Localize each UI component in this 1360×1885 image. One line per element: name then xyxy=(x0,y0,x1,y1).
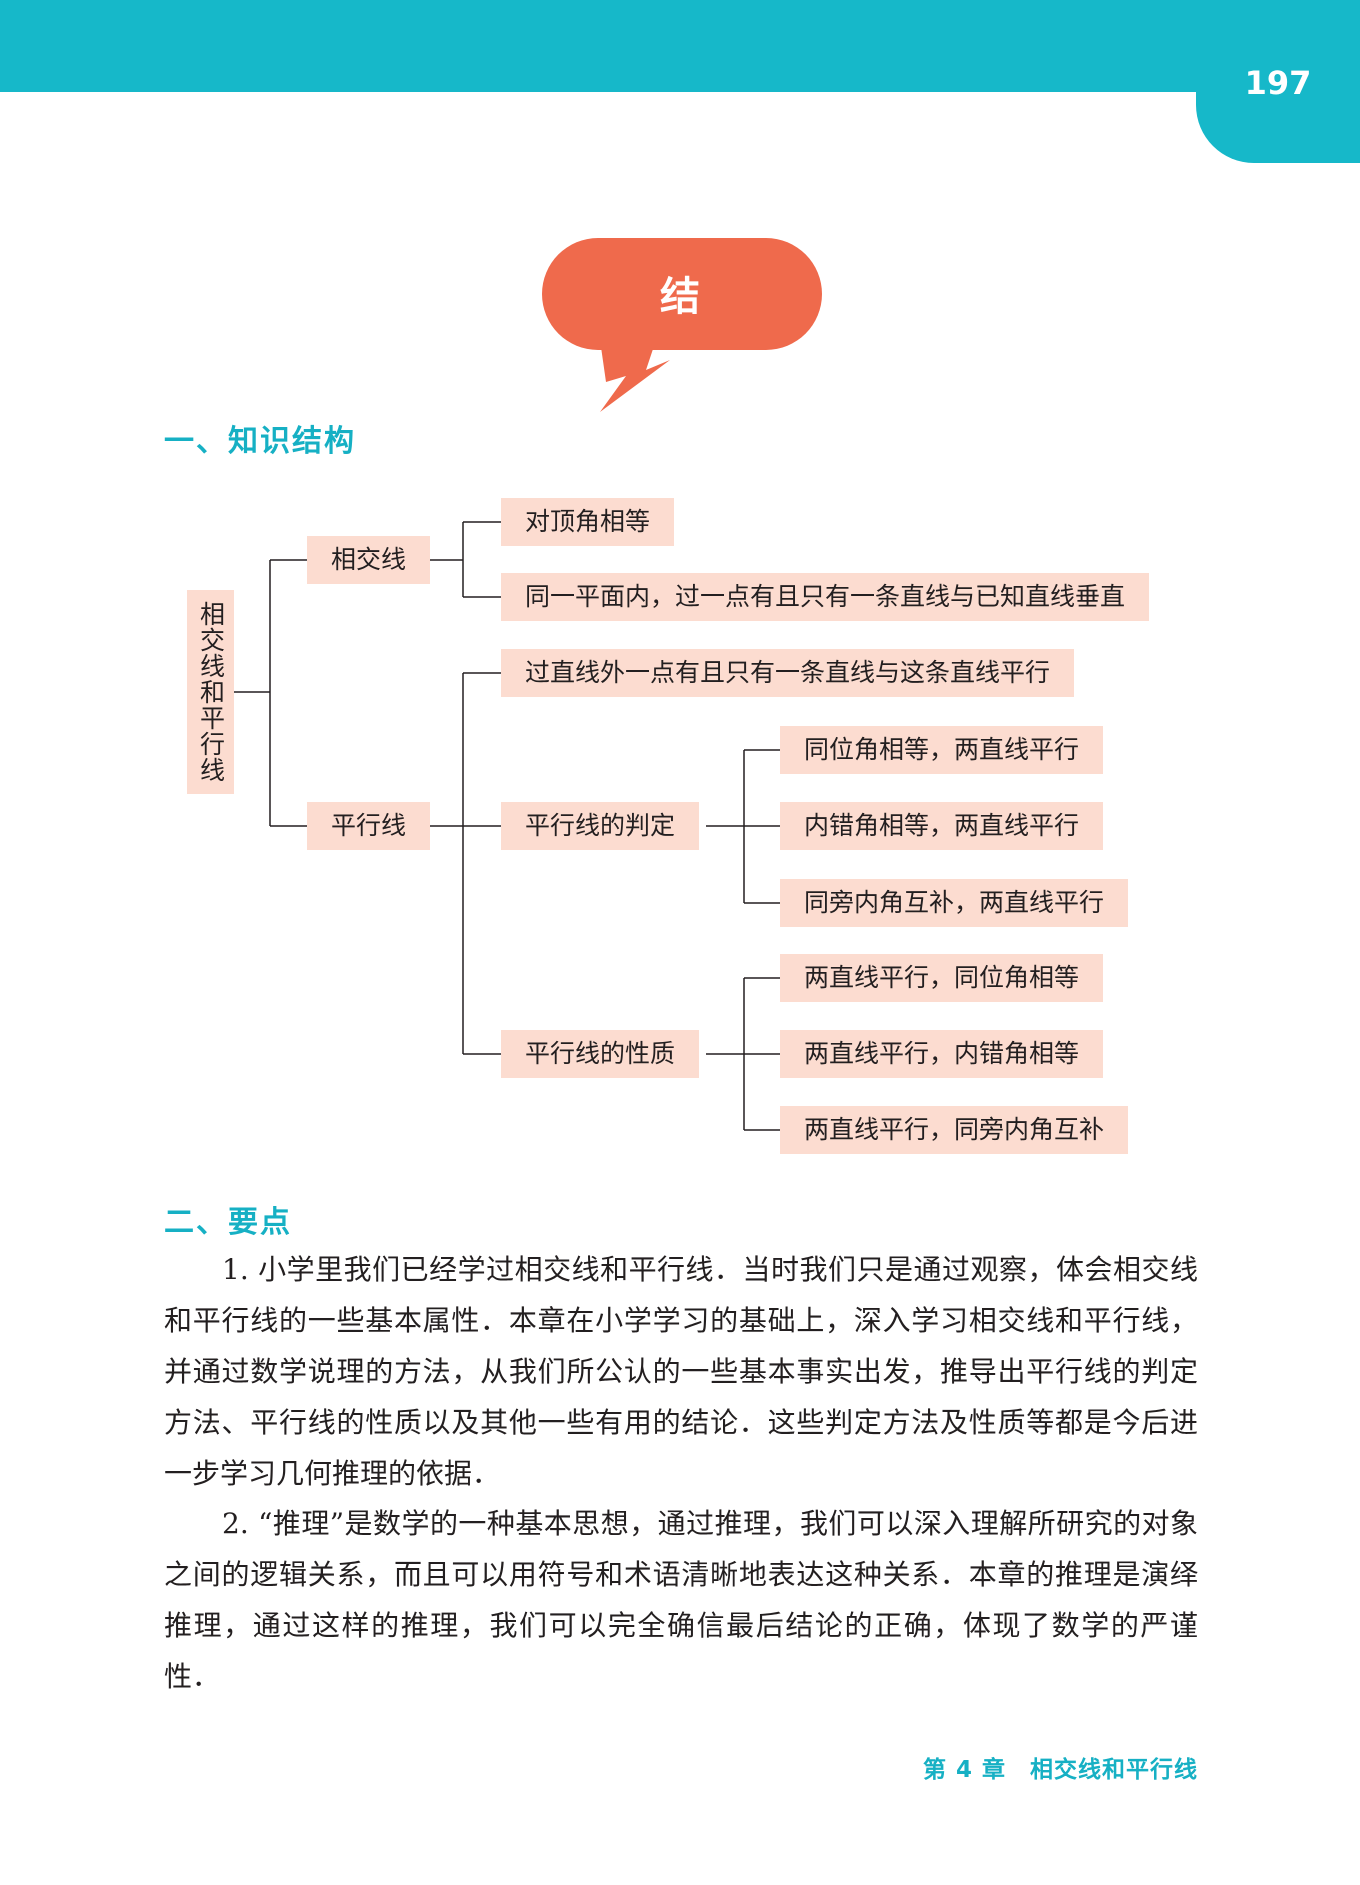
tree-leaf-criteria-same-side: 同旁内角互补，两直线平行 xyxy=(780,879,1129,927)
tree-leaf-property-alternate: 两直线平行，内错角相等 xyxy=(780,1030,1104,1078)
tree-node-parallel-criteria: 平行线的判定 xyxy=(501,802,700,850)
page-number: 197 xyxy=(1244,64,1312,102)
header-band xyxy=(0,0,1360,92)
tree-leaf-property-corresponding: 两直线平行，同位角相等 xyxy=(780,954,1104,1002)
tree-leaf-perpendicular: 同一平面内，过一点有且只有一条直线与已知直线垂直 xyxy=(501,573,1150,621)
tree-node-intersecting: 相交线 xyxy=(307,536,431,584)
page-number-tab xyxy=(1196,0,1360,163)
tree-node-parallel: 平行线 xyxy=(307,802,431,850)
tree-leaf-vertical-angles: 对顶角相等 xyxy=(501,498,675,546)
tree-connectors xyxy=(234,521,780,1131)
speech-bubble xyxy=(542,238,822,412)
tree-root: 相交线和平行线 xyxy=(187,590,234,794)
section-heading-knowledge: 一、知识结构 xyxy=(164,424,356,459)
chapter-footer: 第 4 章 相交线和平行线 xyxy=(922,1757,1198,1783)
section-heading-key-points: 二、要点 xyxy=(164,1205,292,1240)
tree-leaf-criteria-corresponding: 同位角相等，两直线平行 xyxy=(780,726,1104,774)
key-point-paragraph-1: 1. 小学里我们已经学过相交线和平行线．当时我们只是通过观察，体会相交线和平行线… xyxy=(164,1253,1198,1490)
key-point-paragraph-2: 2. “推理”是数学的一种基本思想，通过推理，我们可以深入理解所研究的对象之间的… xyxy=(164,1507,1198,1693)
bubble-label: 结 xyxy=(660,274,700,320)
tree-leaf-criteria-alternate: 内错角相等，两直线平行 xyxy=(780,802,1104,850)
tree-leaf-property-same-side: 两直线平行，同旁内角互补 xyxy=(780,1106,1129,1154)
tree-node-parallel-properties: 平行线的性质 xyxy=(501,1030,700,1078)
tree-leaf-parallel-axiom: 过直线外一点有且只有一条直线与这条直线平行 xyxy=(501,649,1075,697)
